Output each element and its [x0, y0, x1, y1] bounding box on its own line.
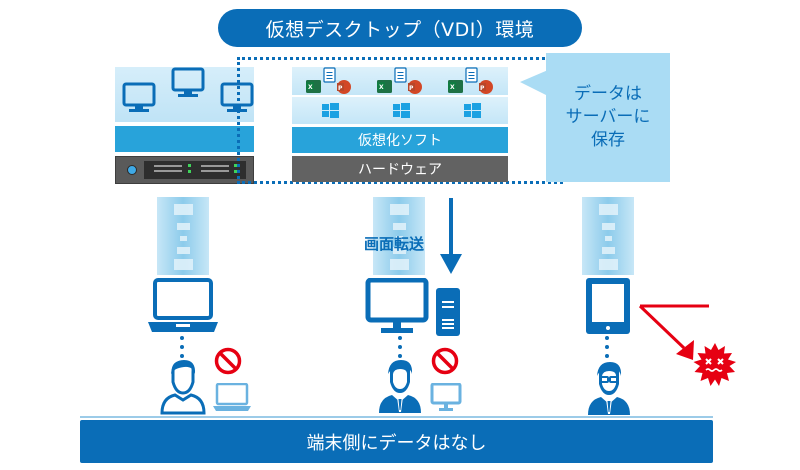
virtualization-software-layer: 仮想化ソフト — [292, 127, 508, 153]
laptop-icon — [148, 278, 218, 332]
svg-text:X: X — [379, 84, 384, 91]
connection-line — [605, 336, 613, 358]
callout-line: データは — [574, 84, 642, 104]
svg-text:X: X — [308, 84, 313, 91]
svg-text:P: P — [338, 85, 343, 92]
down-arrow-icon — [440, 198, 462, 274]
windows-icon — [464, 103, 481, 118]
loss-arrow-icon — [638, 304, 709, 360]
windows-icon — [322, 103, 339, 118]
screen-stream-2 — [373, 197, 425, 275]
screen-stream-3 — [582, 197, 634, 275]
hardware-layer: ハードウェア — [292, 156, 508, 182]
divider — [80, 416, 713, 418]
screen-stream-1 — [157, 197, 209, 275]
callout-line: サーバーに — [565, 107, 651, 127]
callout-data-on-server: データは サーバーに 保存 — [546, 53, 670, 182]
connection-line — [398, 336, 406, 358]
os-layer — [292, 97, 508, 124]
windows-icon — [393, 103, 410, 118]
monitors-icon — [122, 67, 254, 112]
tablet-icon — [586, 278, 630, 334]
user-glasses-icon — [588, 362, 630, 415]
user-icon — [160, 360, 206, 415]
connection-line — [180, 336, 188, 358]
svg-text:X: X — [450, 84, 455, 91]
server-virtualization-layer — [115, 126, 254, 152]
application-layer: X P X P X — [292, 67, 508, 95]
server-hardware-icon — [115, 156, 254, 184]
businessman-icon — [379, 360, 421, 413]
pc-tower-icon — [436, 288, 460, 336]
footer-banner: 端末側にデータはなし — [80, 420, 713, 463]
blocked-monitor-icon — [430, 383, 462, 411]
prohibited-icon — [214, 347, 242, 375]
diagram-title: 仮想デスクトップ（VDI）環境 — [218, 9, 582, 47]
screen-transfer-label: 画面転送 — [364, 235, 425, 253]
prohibited-icon — [431, 347, 459, 375]
broken-device-icon — [693, 343, 736, 386]
svg-text:P: P — [409, 85, 414, 92]
callout-line: 保存 — [591, 130, 625, 150]
svg-text:P: P — [480, 85, 485, 92]
desktop-monitor-icon — [365, 278, 429, 333]
server-desktops-layer — [115, 67, 254, 122]
blocked-laptop-icon — [213, 383, 251, 411]
callout-pointer — [520, 70, 548, 96]
